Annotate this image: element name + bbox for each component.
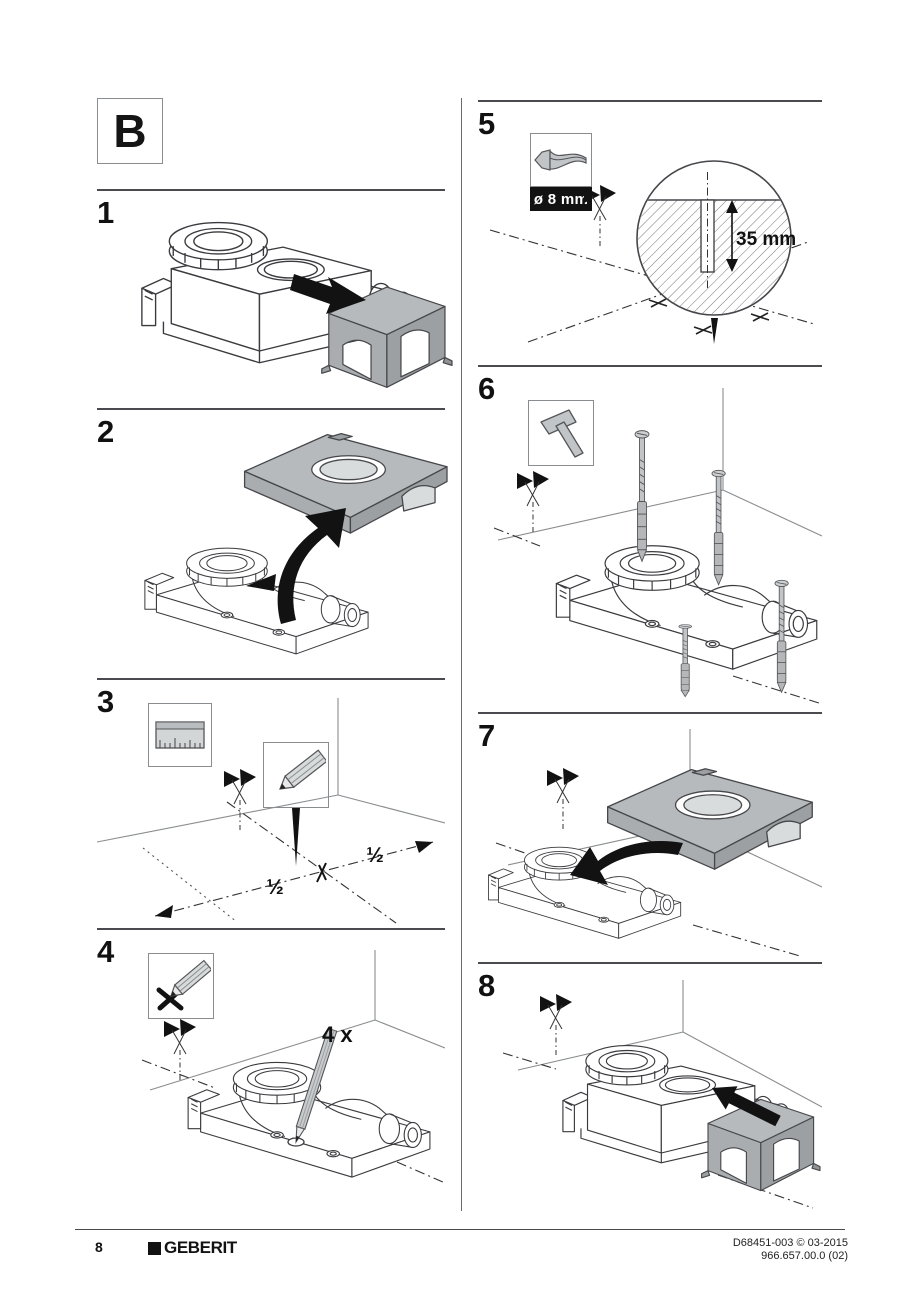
drill-position-cross xyxy=(693,325,713,335)
pencil-icon xyxy=(263,742,329,808)
dimension-line xyxy=(154,841,434,917)
step-1-number: 1 xyxy=(97,195,115,230)
drilling-template xyxy=(243,433,448,534)
centre-line-left xyxy=(141,1059,216,1089)
fixing-screw xyxy=(634,430,650,562)
lift-template-arrow xyxy=(277,508,346,624)
centre-line-right xyxy=(396,1161,445,1184)
half-label-right: ½ xyxy=(366,844,384,867)
room-corner-lines xyxy=(149,950,445,1091)
dim-arrow-right xyxy=(415,841,433,853)
step-6-illustration xyxy=(493,388,822,705)
marking-pencil xyxy=(295,1027,338,1145)
ruler-glyph xyxy=(155,721,205,749)
drill-depth-detail: 35 mm xyxy=(636,160,796,316)
room-corner-lines xyxy=(497,388,822,541)
pencil-glyph xyxy=(279,749,326,790)
step-1-illustration xyxy=(141,221,453,388)
step-2-number: 2 xyxy=(97,414,115,449)
hammer-glyph xyxy=(540,409,584,458)
step-2-illustration xyxy=(144,433,448,655)
count-label: 4 x xyxy=(322,1022,353,1047)
pencil-cross-icon xyxy=(148,953,214,1019)
centre-line-left xyxy=(493,527,541,547)
position-marker-icon xyxy=(539,993,573,1058)
step-7-number: 7 xyxy=(478,718,496,753)
step-8-number: 8 xyxy=(478,968,496,1003)
brand-logo: GEBERIT xyxy=(148,1238,237,1258)
ring-arrow xyxy=(246,574,276,591)
drill-depth-label: 35 mm xyxy=(736,229,796,250)
step-6-rule xyxy=(478,365,822,367)
footer-rule xyxy=(75,1229,845,1230)
step-7-illustration xyxy=(488,729,822,957)
pencil-cross-glyph xyxy=(156,959,211,1011)
step-3-rule xyxy=(97,678,445,680)
step-4-number: 4 xyxy=(97,934,115,969)
step-6-number: 6 xyxy=(478,371,496,406)
hammer-icon xyxy=(528,400,594,466)
step-5-rule xyxy=(478,100,822,102)
centre-line-right xyxy=(717,1174,814,1209)
section-letter: B xyxy=(113,105,147,157)
remove-cover-arrow xyxy=(290,274,366,314)
room-corner-lines xyxy=(97,698,445,843)
drill-bit-icon xyxy=(530,133,592,187)
half-label-left: ½ xyxy=(266,876,284,899)
replace-cover-arrow xyxy=(712,1086,781,1127)
step-1-rule xyxy=(97,189,445,191)
step-4-rule xyxy=(97,928,445,930)
position-marker-icon xyxy=(583,184,617,249)
detail-pointer xyxy=(711,318,718,344)
position-marker-icon xyxy=(163,1018,197,1083)
section-letter-box: B xyxy=(97,98,163,164)
step-4-illustration: 4 x xyxy=(141,950,445,1184)
footer-page-number: 8 xyxy=(95,1239,103,1255)
ruler-icon xyxy=(148,703,212,767)
step-8-illustration xyxy=(502,980,822,1209)
position-marker-icon xyxy=(223,768,257,833)
drill-position-cross xyxy=(648,298,668,308)
centre-line-left xyxy=(502,1052,557,1070)
footer-doc-codes: D68451-003 © 03-2015 966.657.00.0 (02) xyxy=(733,1237,848,1263)
step-5-number: 5 xyxy=(478,106,496,141)
dim-arrow-left xyxy=(155,905,173,918)
centre-line xyxy=(226,801,397,924)
dotted-edge-line xyxy=(142,847,238,923)
drill-diameter-label: ø 8 mm xyxy=(530,187,592,211)
drill-position-cross xyxy=(750,312,770,322)
drill-bit-glyph xyxy=(534,149,587,171)
position-marker-icon xyxy=(546,767,580,832)
pencil-mark-pointer xyxy=(292,808,300,866)
brand-logo-square xyxy=(148,1241,161,1255)
step-3-illustration: ½ ½ xyxy=(97,698,445,924)
step-5-illustration: 35 mm xyxy=(489,160,815,344)
step-2-rule xyxy=(97,408,445,410)
brand-wordmark: GEBERIT xyxy=(164,1238,237,1257)
doc-code-line2: 966.657.00.0 (02) xyxy=(761,1250,848,1262)
step-7-rule xyxy=(478,712,822,714)
step-8-rule xyxy=(478,962,822,964)
midpoint-tick xyxy=(316,862,327,883)
doc-code-line1: D68451-003 © 03-2015 xyxy=(732,1237,848,1249)
centre-line-right xyxy=(692,924,801,957)
place-template-arrow xyxy=(570,841,683,885)
step-3-number: 3 xyxy=(97,684,115,719)
position-marker-icon xyxy=(516,470,550,535)
column-divider xyxy=(461,98,462,1211)
centre-line-right xyxy=(732,675,822,705)
